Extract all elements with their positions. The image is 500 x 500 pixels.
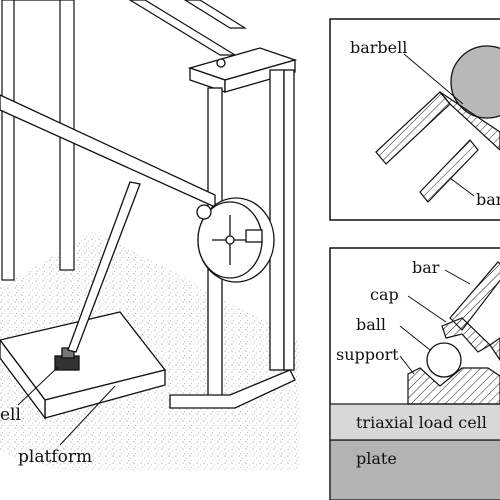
label-platform: platform bbox=[18, 447, 92, 467]
inset-bottom-right: bar cap ball support triaxial load cell … bbox=[329, 247, 500, 500]
label-ball: ball bbox=[356, 315, 386, 334]
bars bbox=[0, 94, 216, 353]
bar-inner-arm bbox=[419, 139, 479, 203]
bar-right-arm bbox=[439, 91, 500, 151]
label-bar-bottom: bar bbox=[412, 258, 440, 277]
platform bbox=[0, 311, 167, 420]
barbell-sphere bbox=[450, 45, 500, 119]
label-plate: plate bbox=[356, 449, 397, 468]
label-cell: ell bbox=[0, 405, 21, 425]
bar-diagonal bbox=[449, 261, 500, 331]
plate bbox=[330, 439, 500, 500]
pulley-wheel bbox=[196, 197, 275, 283]
left-apparatus: ell platform bbox=[0, 0, 300, 470]
inset-top-right: barbell bar bbox=[329, 18, 500, 221]
label-barbell: barbell bbox=[350, 38, 407, 57]
back-frame bbox=[128, 0, 248, 56]
label-load-cell: triaxial load cell bbox=[356, 413, 487, 432]
label-cap: cap bbox=[370, 285, 399, 304]
support bbox=[407, 367, 500, 405]
label-bar-top: bar bbox=[476, 190, 500, 209]
left-frame bbox=[1, 0, 75, 281]
ball bbox=[426, 342, 462, 378]
leader-lines bbox=[17, 366, 116, 446]
label-support: support bbox=[336, 345, 399, 364]
